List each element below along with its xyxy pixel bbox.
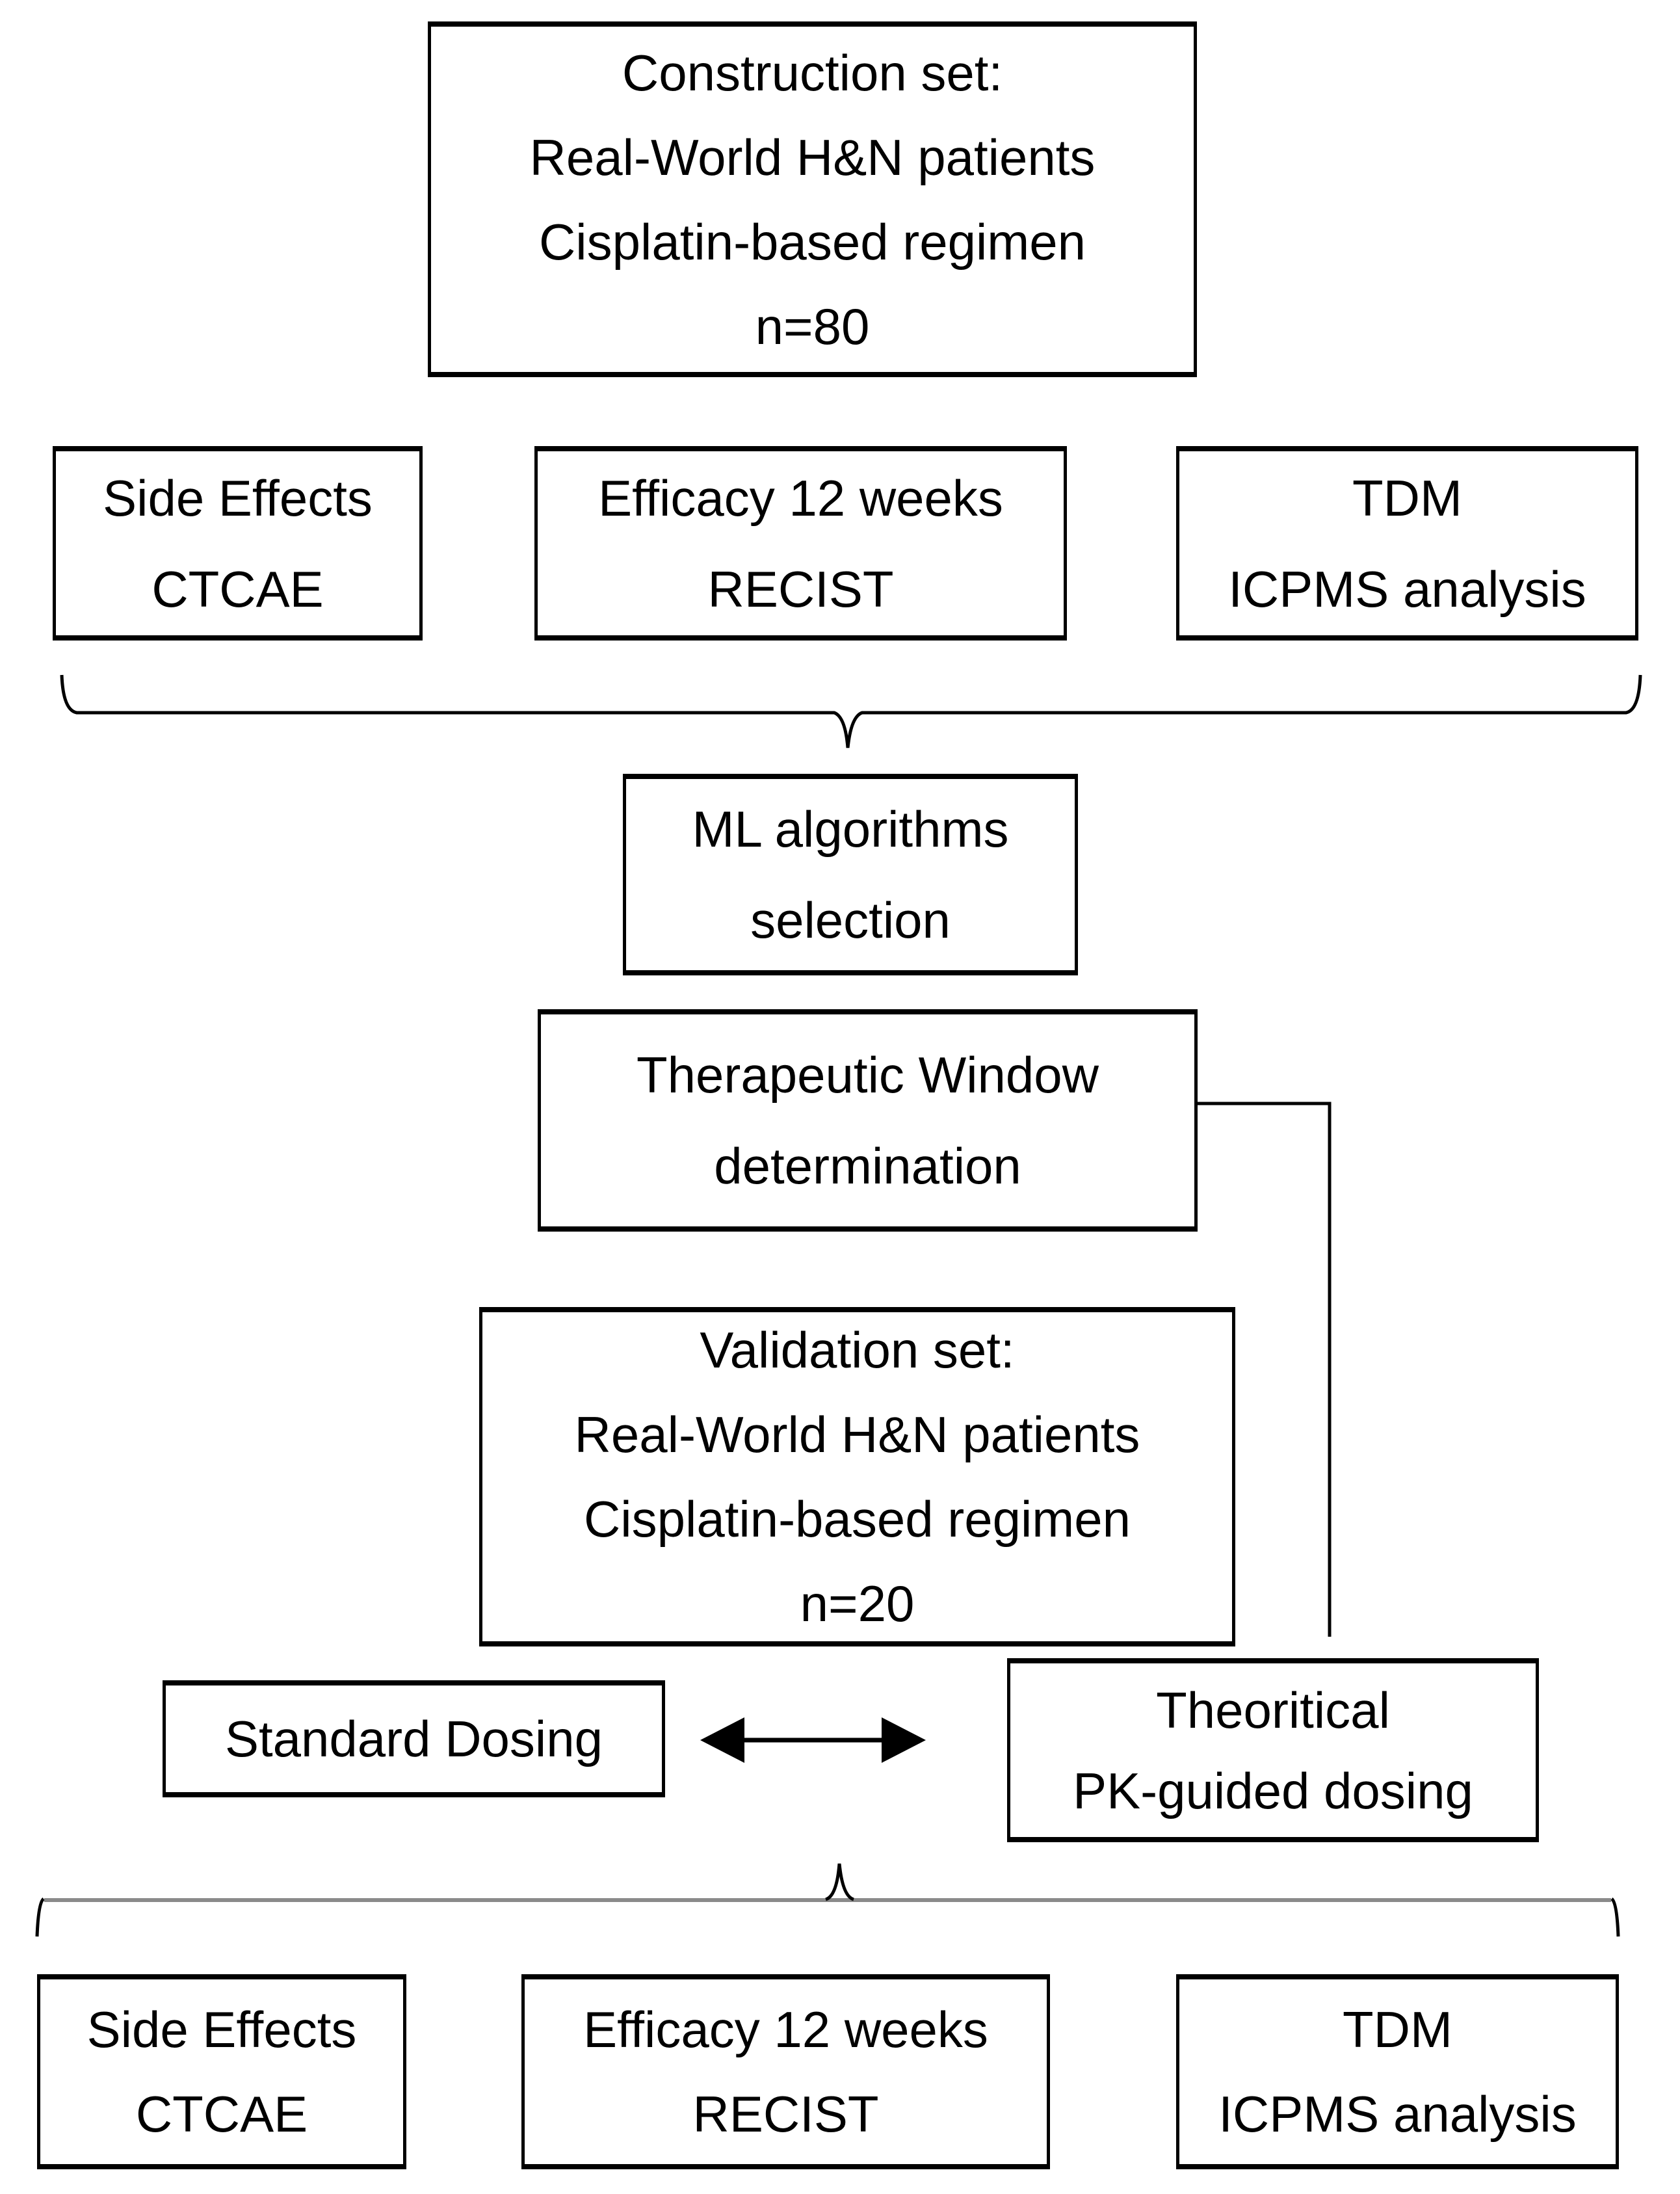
box-text-line: Real-World H&N patients — [529, 128, 1096, 186]
efficacy-validation-box: Efficacy 12 weeks RECIST — [521, 1974, 1050, 2169]
construction-set-box: Construction set: Real-World H&N patient… — [428, 21, 1197, 377]
validation-brace-left-end — [35, 1897, 45, 1937]
construction-brace — [60, 674, 1642, 748]
box-text-line: Theoritical — [1156, 1681, 1390, 1739]
box-text-line: PK-guided dosing — [1073, 1762, 1473, 1819]
box-text-line: Real-World H&N patients — [574, 1406, 1140, 1463]
box-text-line: RECIST — [692, 2085, 879, 2143]
standard-dosing-box: Standard Dosing — [163, 1680, 665, 1797]
box-text-line: Side Effects — [103, 469, 373, 527]
box-text-line: CTCAE — [151, 560, 324, 618]
efficacy-construction-box: Efficacy 12 weeks RECIST — [534, 446, 1067, 641]
box-text-line: ML algorithms — [692, 800, 1009, 858]
validation-set-box: Validation set: Real-World H&N patients … — [479, 1307, 1235, 1646]
tdm-construction-box: TDM ICPMS analysis — [1176, 446, 1638, 641]
ml-algorithms-selection-box: ML algorithms selection — [623, 774, 1078, 975]
validation-brace-cusp — [824, 1863, 855, 1901]
box-text-line: TDM — [1343, 2001, 1452, 2058]
pk-guided-dosing-box: Theoritical PK-guided dosing — [1007, 1658, 1539, 1842]
therapeutic-window-box: Therapeutic Window determination — [538, 1009, 1198, 1232]
box-text-line: Efficacy 12 weeks — [598, 469, 1003, 527]
box-text-line: RECIST — [707, 560, 894, 618]
side-effects-validation-box: Side Effects CTCAE — [37, 1974, 406, 2169]
box-text-line: Therapeutic Window — [637, 1046, 1099, 1104]
box-text-line: Construction set: — [622, 44, 1003, 101]
validation-brace-right-end — [1610, 1897, 1620, 1937]
box-text-line: ICPMS analysis — [1218, 2085, 1577, 2143]
box-text-line: n=80 — [755, 297, 870, 355]
box-text-line: CTCAE — [135, 2085, 308, 2143]
box-text-line: selection — [750, 892, 951, 949]
box-text-line: TDM — [1352, 469, 1462, 527]
box-text-line: n=20 — [800, 1575, 915, 1632]
box-text-line: Validation set: — [700, 1321, 1015, 1379]
box-text-line: ICPMS analysis — [1228, 560, 1586, 618]
tdm-validation-box: TDM ICPMS analysis — [1176, 1974, 1619, 2169]
comparison-arrow-right-head — [882, 1717, 926, 1763]
comparison-arrow-left-head — [700, 1717, 744, 1763]
box-text-line: Cisplatin-based regimen — [538, 213, 1086, 271]
box-text-line: Cisplatin-based regimen — [583, 1490, 1131, 1548]
box-text-line: Standard Dosing — [224, 1710, 603, 1767]
box-text-line: Efficacy 12 weeks — [583, 2001, 988, 2058]
side-effects-construction-box: Side Effects CTCAE — [53, 446, 423, 641]
box-text-line: determination — [714, 1137, 1021, 1195]
box-text-line: Side Effects — [86, 2001, 357, 2058]
